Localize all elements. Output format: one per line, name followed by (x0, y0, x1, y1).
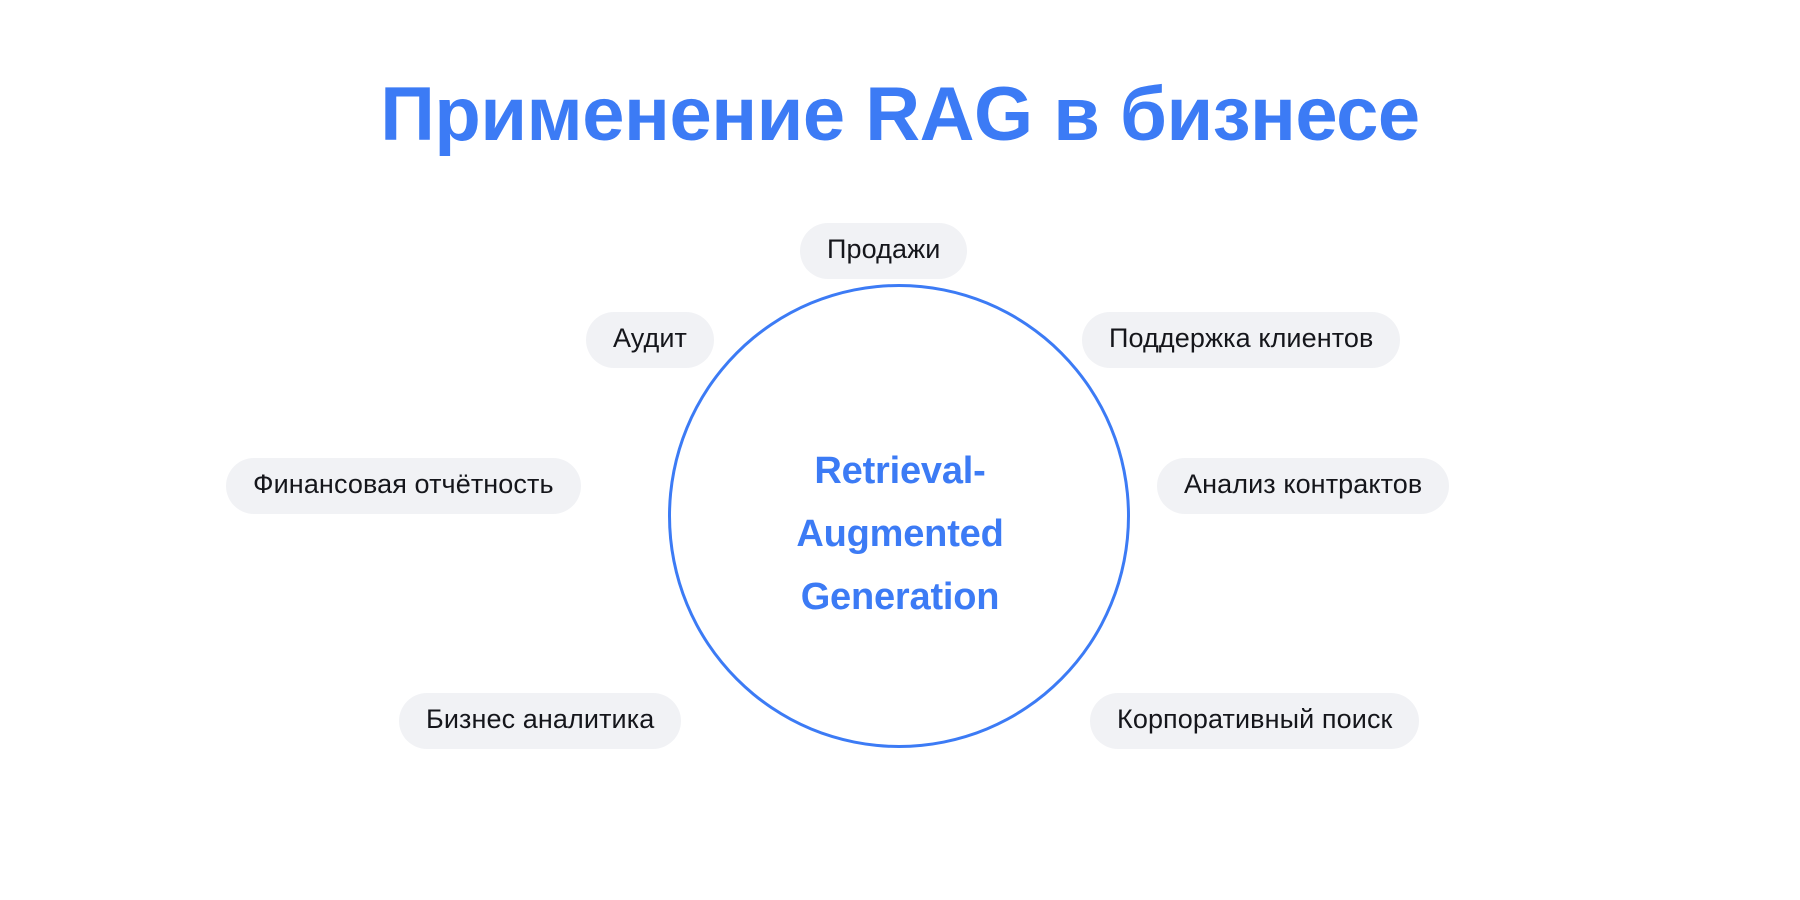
page-title: Применение RAG в бизнесе (380, 72, 1420, 157)
node-pill-sales: Продажи (800, 223, 968, 279)
node-pill-enterprise-search: Корпоративный поиск (1090, 693, 1420, 749)
center-label-line-2: Augmented (796, 513, 1004, 555)
node-pill-audit: Аудит (586, 312, 715, 368)
center-label-line-3: Generation (800, 576, 1000, 618)
center-circle-outline (668, 284, 1130, 748)
center-label: Retrieval- Augmented Generation (700, 440, 1100, 629)
center-label-line-1: Retrieval- (814, 450, 986, 492)
node-pill-customer-support: Поддержка клиентов (1082, 312, 1401, 368)
node-pill-business-analytics: Бизнес аналитика (399, 693, 682, 749)
node-pill-contract-analysis: Анализ контрактов (1157, 458, 1450, 514)
node-pill-financial-reporting: Финансовая отчётность (226, 458, 581, 514)
